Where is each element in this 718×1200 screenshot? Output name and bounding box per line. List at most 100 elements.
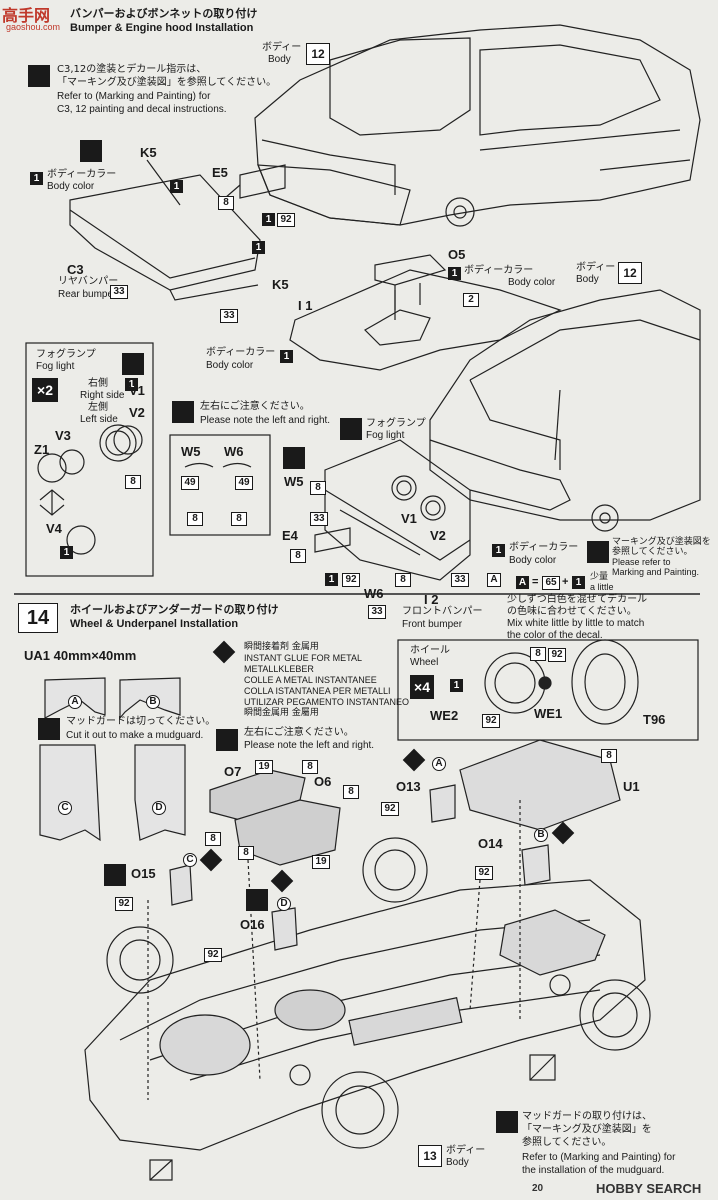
paint-33-badge: 33 [310,512,328,526]
paint-49-badge: 49 [235,476,253,490]
formula-a: A [516,576,529,589]
o5-color-en: Body color [508,277,556,288]
paint-33-badge: 33 [110,285,128,299]
paint-1-badge: 1 [450,679,463,692]
lr-note-en: Please note the left and right. [200,415,331,426]
footer-page-code: 20 [532,1183,544,1194]
cut-jp: マッドガードは切ってください。 [66,716,216,727]
paint-brush-icon [122,353,144,375]
body13-number: 13 [418,1145,442,1167]
part-k5-top: K5 [140,145,157,160]
paint-note-en1: Refer to (Marking and Painting) for [57,91,211,102]
part-o13: O13 [396,779,421,794]
body13-en: Body [446,1157,469,1168]
glue-line4: COLLE A METAL INSTANTANEE [244,675,377,685]
paint-8-badge: 8 [187,512,203,526]
hood-color-jp: ボディーカラー [206,347,276,358]
paint-19-badge: 19 [255,760,273,774]
mudguard-en1: Refer to (Marking and Painting) for [522,1152,676,1163]
part-we1: WE1 [534,706,563,721]
paint-1-badge: 1 [30,172,43,185]
c3-jp: リヤバンパー [58,276,119,287]
guard-c: C [183,853,197,867]
lr14-en: Please note the left and right. [244,740,375,751]
paint-8-badge: 8 [290,549,306,563]
glue-line7: 瞬間金属用 金屬用 [244,708,319,718]
formula-num: 65 [542,576,560,590]
paint-8-badge: 8 [205,832,221,846]
i2-en: Front bumper [402,619,463,630]
part-o7: O7 [224,764,242,779]
mudguard-c: C [58,801,72,815]
paint-92-badge: 92 [475,866,493,880]
paint-33-badge: 33 [368,605,386,619]
body-color-jp: ボディーカラー [47,169,117,180]
part-i2: I 2 [424,592,439,607]
paint-1-badge: 1 [125,378,138,391]
paint-8-badge: 8 [302,760,318,774]
part-w6-b: W6 [364,586,384,601]
watermark-logo: 高手网 [2,6,51,25]
paint-1-badge: 1 [60,546,73,559]
part-v1: V1 [129,383,145,398]
paint-note-jp2: 「マーキング及び塗装図」を参照してください。 [57,77,277,88]
body2-label-en: Body [576,274,599,285]
part-c3: C3 [67,262,84,277]
part-e4: E4 [282,528,298,543]
part-o14: O14 [478,836,503,851]
body2-part-number: 12 [618,262,642,284]
footer-brand: HOBBY SEARCH [596,1181,702,1196]
paint-1-badge: 1 [325,573,338,586]
part-o5: O5 [448,247,466,262]
guard-d: D [277,897,291,911]
paint-brush-icon [587,541,609,563]
paint-1-badge: 1 [262,213,275,226]
marking-jp2: 参照してください。 [612,547,693,557]
mix-en2: the color of the decal. [507,630,603,641]
paint-92-badge: 92 [204,948,222,962]
paint-brush-icon [283,447,305,469]
body-color-en: Body color [47,181,95,192]
formula-eq: = [532,576,539,588]
paint-92-badge: 92 [277,213,295,227]
paint-brush-icon [28,65,50,87]
fog2-jp: フォグランプ [366,418,426,429]
paint-33-badge: 33 [451,573,469,587]
paint-1-badge: 1 [280,350,293,363]
scissors-icon [38,718,60,740]
c3-en: Rear bumper [58,289,117,300]
mix-jp1: 少しずつ白色を混ぜてデカール [507,594,648,605]
paint-8-badge: 8 [231,512,247,526]
paint-brush-icon [104,864,126,886]
mudguard-jp2: 「マーキング及び塗装図」を [522,1124,652,1135]
part-v2: V2 [129,405,145,420]
lr-note-jp: 左右にご注意ください。 [200,401,310,412]
glue-line6: UTILIZAR PEGAMENTO INSTANTANEO [244,697,410,707]
times2-badge: ×2 [32,378,58,402]
step13-title-en: Bumper & Engine hood Installation [70,22,254,34]
hood-color-en: Body color [206,360,254,371]
paint-92-badge: 92 [548,648,566,662]
glue-line5: COLLA ISTANTANEA PER METALLI [244,686,391,696]
part-v2-b: V2 [430,528,446,543]
left-en: Left side [80,414,118,425]
part-v4: V4 [46,521,62,536]
part-t96: T96 [643,712,666,727]
step13-title-jp: バンパーおよびボンネットの取り付け [70,7,258,20]
part-o6: O6 [314,774,332,789]
paint-92-badge: 92 [342,573,360,587]
left-jp: 左側 [88,402,108,413]
mix-little-jp: 少量 [590,572,609,582]
wheel-jp: ホイール [410,645,450,656]
paint-a-badge: A [487,573,501,587]
paint-8-badge: 8 [601,749,617,763]
paint-8-badge: 8 [238,846,254,860]
paint-2-badge: 2 [463,293,479,307]
paint-note-en2: C3, 12 painting and decal instructions. [57,104,227,115]
mudguard-d: D [152,801,166,815]
part-w6: W6 [224,444,244,459]
paint-brush-icon [172,401,194,423]
marking-jp1: マーキング及び塗装図を [612,537,711,547]
o5-color-jp: ボディーカラー [464,265,534,276]
wheel-en: Wheel [410,657,439,668]
